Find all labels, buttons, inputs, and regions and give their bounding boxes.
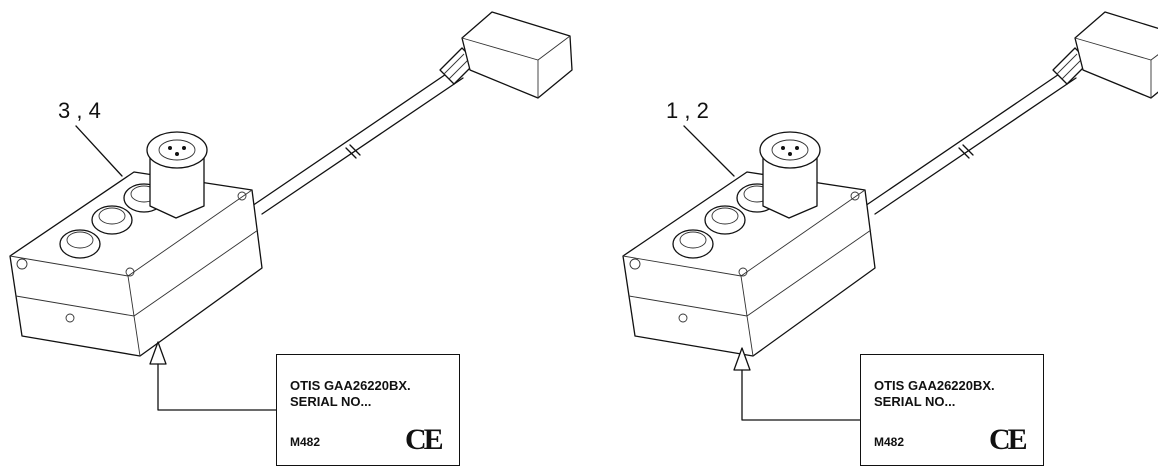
left-callout-label: 3 , 4 [58, 98, 101, 123]
left-pendant-unit: 3 , 4 [9, 11, 573, 411]
plate-model: M482 [290, 435, 321, 449]
plate-model: M482 [874, 435, 905, 449]
right-nameplate: OTIS GAA26220BX. SERIAL NO... M482 CE [860, 354, 1044, 466]
plate-line2: SERIAL NO... [874, 394, 956, 409]
right-pendant-unit: 1 , 2 [622, 11, 1158, 421]
right-callout-label: 1 , 2 [666, 98, 709, 123]
plate-line2: SERIAL NO... [290, 394, 372, 409]
left-nameplate: OTIS GAA26220BX. SERIAL NO... M482 CE [276, 354, 460, 466]
plate-line1: OTIS GAA26220BX. [874, 378, 995, 393]
ce-mark-icon: CE [405, 423, 444, 456]
ce-mark-icon: CE [989, 423, 1028, 456]
plate-line1: OTIS GAA26220BX. [290, 378, 411, 393]
